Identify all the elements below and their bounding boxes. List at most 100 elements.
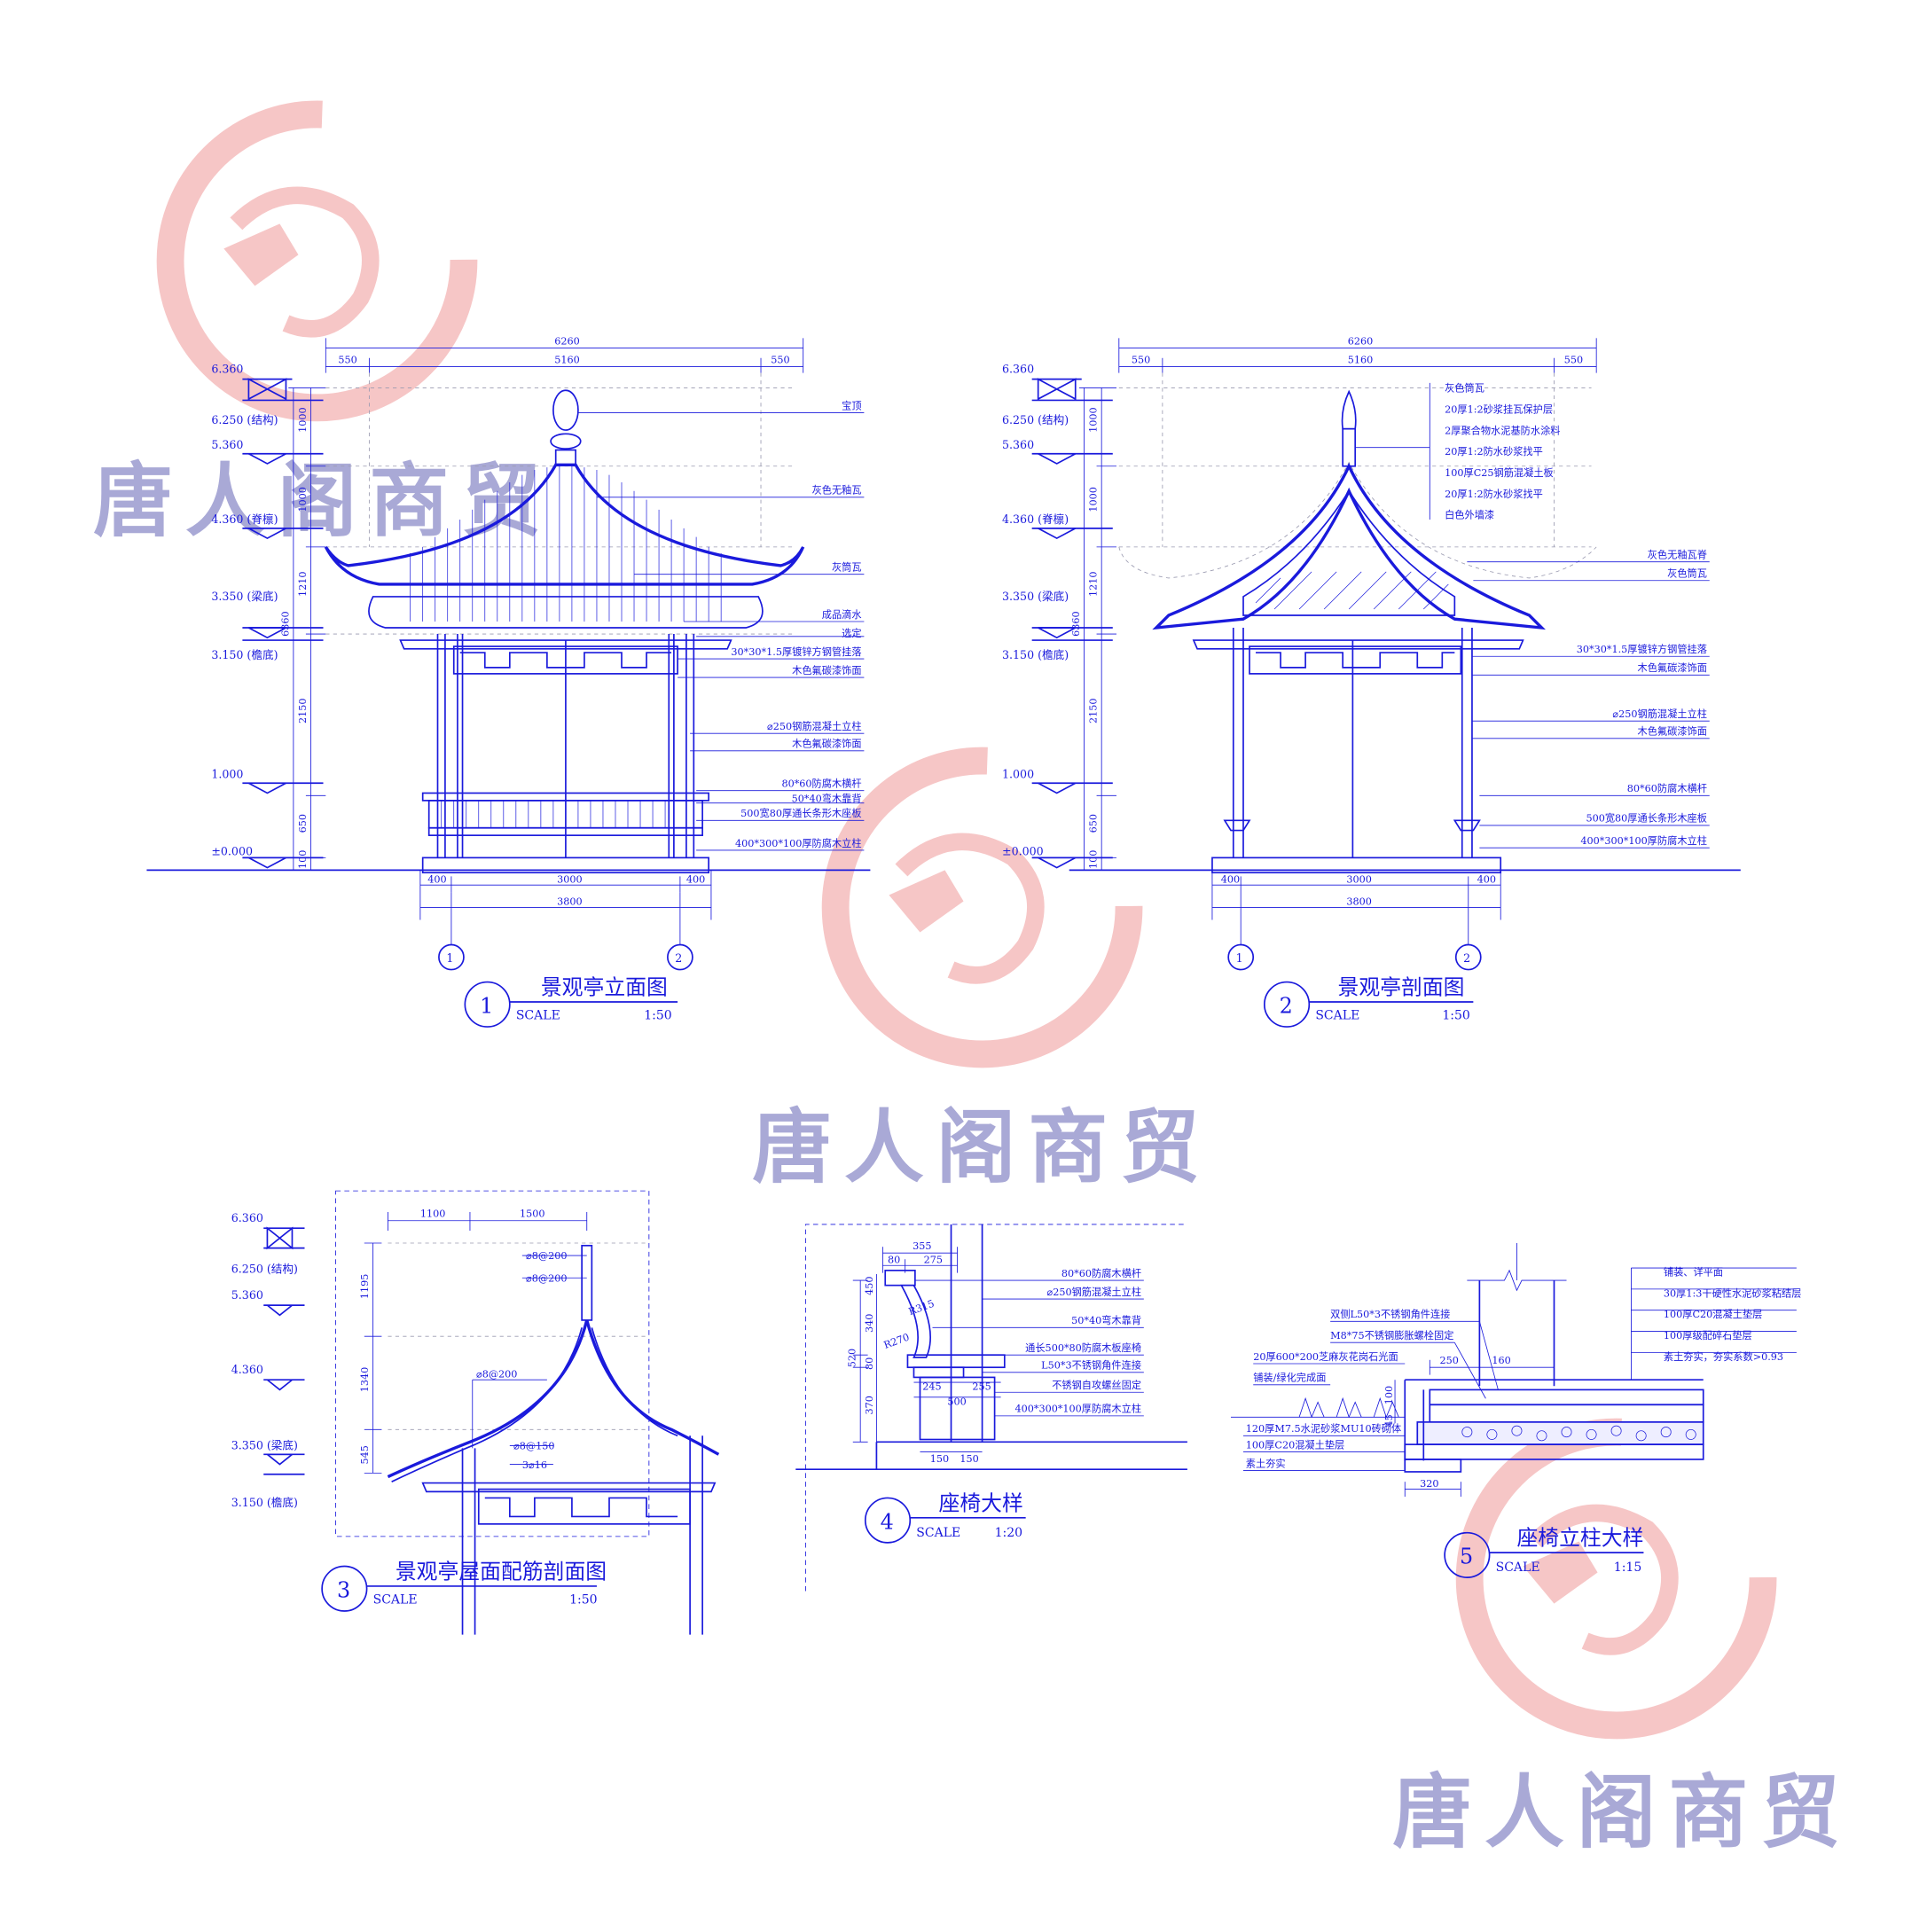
v1-dim-total: 6260 [554,335,580,347]
v1-level-1000: 1.000 [211,768,243,781]
view-1-elevation: 6.360 6.250 (结构) 5.360 4.360 (脊檩) 3.350 … [146,335,871,1028]
v2-top-label-0: 灰色筒瓦 [1445,382,1484,395]
v3-rebar-1: ⌀8@200 [526,1250,567,1262]
v2-axis-2: 2 [1463,951,1470,965]
v4-title-block: 4 座椅大样 SCALE 1:20 [864,1490,1026,1544]
v1-label-seat: 500宽80厚通长条形木座板 [740,807,861,819]
v1-label-wood-finish-2: 木色氟碳漆饰面 [792,738,861,750]
v3-level-3150: 3.150 (檐底) [231,1496,298,1509]
v3-title-block: 3 景观亭屋面配筋剖面图 SCALE 1:50 [321,1560,607,1612]
v3-dim-v2: 1340 [359,1367,371,1393]
v2-level-1000: 1.000 [1002,768,1034,781]
v4-dim-d1: 355 [913,1240,931,1252]
v1-dim-base-m: 3000 [557,873,583,885]
watermark-logo-1 [156,100,478,422]
v1-axis-2: 2 [675,951,682,965]
v1-dim-base-r: 400 [686,873,705,885]
v1-dim-v6: 100 [297,850,309,869]
v1-level-3350: 3.350 (梁底) [211,590,278,603]
v1-label-steel-hanger: 30*30*1.5厚镀锌方钢管挂落 [731,645,861,658]
v1-dim-v2: 1000 [297,487,309,512]
v5-title-number: 5 [1460,1545,1473,1569]
v2-label-7: 500宽80厚通长条形木座板 [1586,812,1706,825]
v2-label-3: 木色氟碳漆饰面 [1638,661,1707,674]
v2-title-number: 2 [1280,994,1293,1019]
v1-dim-v4: 2150 [297,698,309,724]
v2-scale-label: SCALE [1315,1009,1359,1023]
v4-dim-w2: 255 [972,1381,991,1392]
v5-left-label-6: 素土夯实 [1246,1457,1286,1469]
v2-label-2: 30*30*1.5厚镀锌方钢管挂落 [1577,643,1707,655]
v4-dim-h1: 450 [864,1276,875,1295]
watermark-text-1: 唐人阁商贸 [93,455,553,548]
v5-paving-layers [1404,1379,1704,1473]
v5-left-label-3: 铺装/绿化完成面 [1253,1372,1326,1384]
v2-dim-v1: 1000 [1088,407,1100,433]
v1-dim-v5: 650 [297,814,309,833]
v1-bench [421,792,709,874]
v3-rebar-5: 3⌀16 [522,1459,547,1471]
v3-scale: 1:50 [569,1593,597,1607]
v4-dim-w3: 500 [947,1396,966,1407]
v5-scale-label: SCALE [1496,1560,1540,1575]
v4-bench-profile [884,1270,1006,1441]
v2-top-label-3: 20厚1:2防水砂浆找平 [1445,445,1543,458]
v4-dim-h4: 370 [864,1396,875,1414]
view-2-section: 6.360 6.250 (结构) 5.360 4.360 (脊檩) 3.350 … [1002,335,1741,1028]
v5-dim-d2: 160 [1492,1355,1510,1366]
v5-left-label-5: 100厚C20混凝土垫层 [1246,1438,1344,1451]
v2-level-3350: 3.350 (梁底) [1002,590,1069,603]
v3-roof-profile [387,1244,720,1482]
v2-top-label-2: 2厚聚合物水泥基防水涂料 [1445,424,1560,436]
v2-dim-base-m: 3000 [1346,873,1372,885]
v4-title-number: 4 [881,1509,894,1534]
v2-label-4: ⌀250钢筋混凝土立柱 [1612,708,1707,720]
v3-dim-h1: 1100 [420,1208,446,1220]
v4-dim-w1: 245 [922,1381,941,1392]
v2-top-label-1: 20厚1:2砂浆挂瓦保护层 [1445,403,1553,415]
dragon-logo-icon [223,223,299,286]
v1-label-rail: 80*60防腐木横杆 [781,777,861,789]
v4-label-6: 400*300*100厚防腐木立柱 [1014,1403,1141,1415]
v3-level-4360: 4.360 [231,1363,263,1376]
v1-label-tile-ridge: 灰色无釉瓦 [812,484,862,497]
v1-label-select: 选定 [842,627,861,639]
v1-title-number: 1 [480,994,493,1019]
v5-left-label-2: 20厚600*200芝麻灰花岗石光面 [1253,1350,1398,1363]
v5-right-label-4: 素土夯实，夯实系数>0.93 [1664,1350,1783,1363]
v5-left-label-4: 120厚M7.5水泥砂浆MU10砖砌体 [1246,1422,1401,1435]
v2-top-label-5: 20厚1:2防水砂浆找平 [1445,488,1543,500]
v5-dim-h2: 45 [1383,1414,1395,1427]
v2-dim-base-r: 400 [1477,873,1496,885]
v4-dim-w4: 150 [930,1453,949,1465]
v2-columns [1211,628,1502,874]
v1-dim-v1: 1000 [297,407,309,433]
v2-dim-v3: 1210 [1088,571,1100,597]
v5-dim-d3: 320 [1420,1478,1438,1490]
v5-dim-d1: 250 [1440,1355,1459,1366]
v3-rebar-3: ⌀8@200 [476,1368,517,1380]
v1-finial [550,389,582,466]
v1-label-post: 400*300*100厚防腐木立柱 [735,837,862,849]
v1-level-4360: 4.360 (脊檩) [211,512,278,526]
v3-level-5360: 5.360 [231,1288,263,1302]
v4-label-0: 80*60防腐木横杆 [1061,1267,1141,1279]
v3-title: 景观亭屋面配筋剖面图 [396,1560,607,1584]
v4-label-5: 不锈钢自攻螺丝固定 [1052,1379,1141,1391]
v3-level-3350: 3.350 (梁底) [231,1439,298,1452]
v1-label-finial: 宝顶 [842,399,861,411]
v1-scale-label: SCALE [516,1009,560,1023]
v5-title: 座椅立柱大样 [1516,1526,1643,1551]
v5-scale: 1:15 [1614,1560,1641,1575]
v2-dim-side-l: 550 [1132,354,1150,365]
v4-dim-r2: R270 [882,1332,911,1351]
v1-roof [324,463,805,629]
v2-dim-vt: 6360 [1070,611,1082,637]
v2-dim-v5: 650 [1088,814,1100,833]
v3-level-6250: 6.250 (结构) [231,1263,298,1276]
v5-right-label-3: 100厚级配碎石垫层 [1664,1329,1752,1341]
v4-dim-d2: 80 [888,1254,900,1265]
v2-level-5360: 5.360 [1002,438,1034,451]
v4-label-4: L50*3不锈钢角件连接 [1041,1359,1141,1372]
v2-axis-1: 1 [1236,951,1243,965]
